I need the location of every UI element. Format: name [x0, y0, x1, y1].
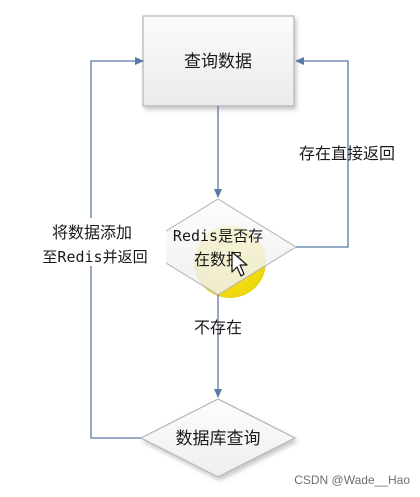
not-exists-label: 不存在 — [194, 318, 242, 337]
db-query-label: 数据库查询 — [176, 429, 261, 449]
redis-check-label-line1: Redis是否存 — [173, 227, 263, 245]
mouse-pointer-icon — [231, 251, 248, 277]
query-data-label: 查询数据 — [184, 52, 252, 72]
db-query-node: 数据库查询 — [139, 398, 297, 478]
redis-check-label-line2: 在数据 — [194, 250, 242, 269]
add-to-redis-label-line1: 将数据添加 — [52, 223, 132, 242]
query-data-node: 查询数据 — [142, 15, 295, 107]
edge-exists-return — [295, 57, 349, 248]
add-to-redis-label-line2: 至Redis并返回 — [42, 248, 147, 266]
redis-check-node: Redis是否存 在数据 — [138, 198, 298, 296]
watermark: CSDN @Wade__Hao — [294, 473, 410, 487]
exists-return-label: 存在直接返回 — [299, 144, 395, 163]
add-to-redis-label-bg — [26, 218, 166, 266]
